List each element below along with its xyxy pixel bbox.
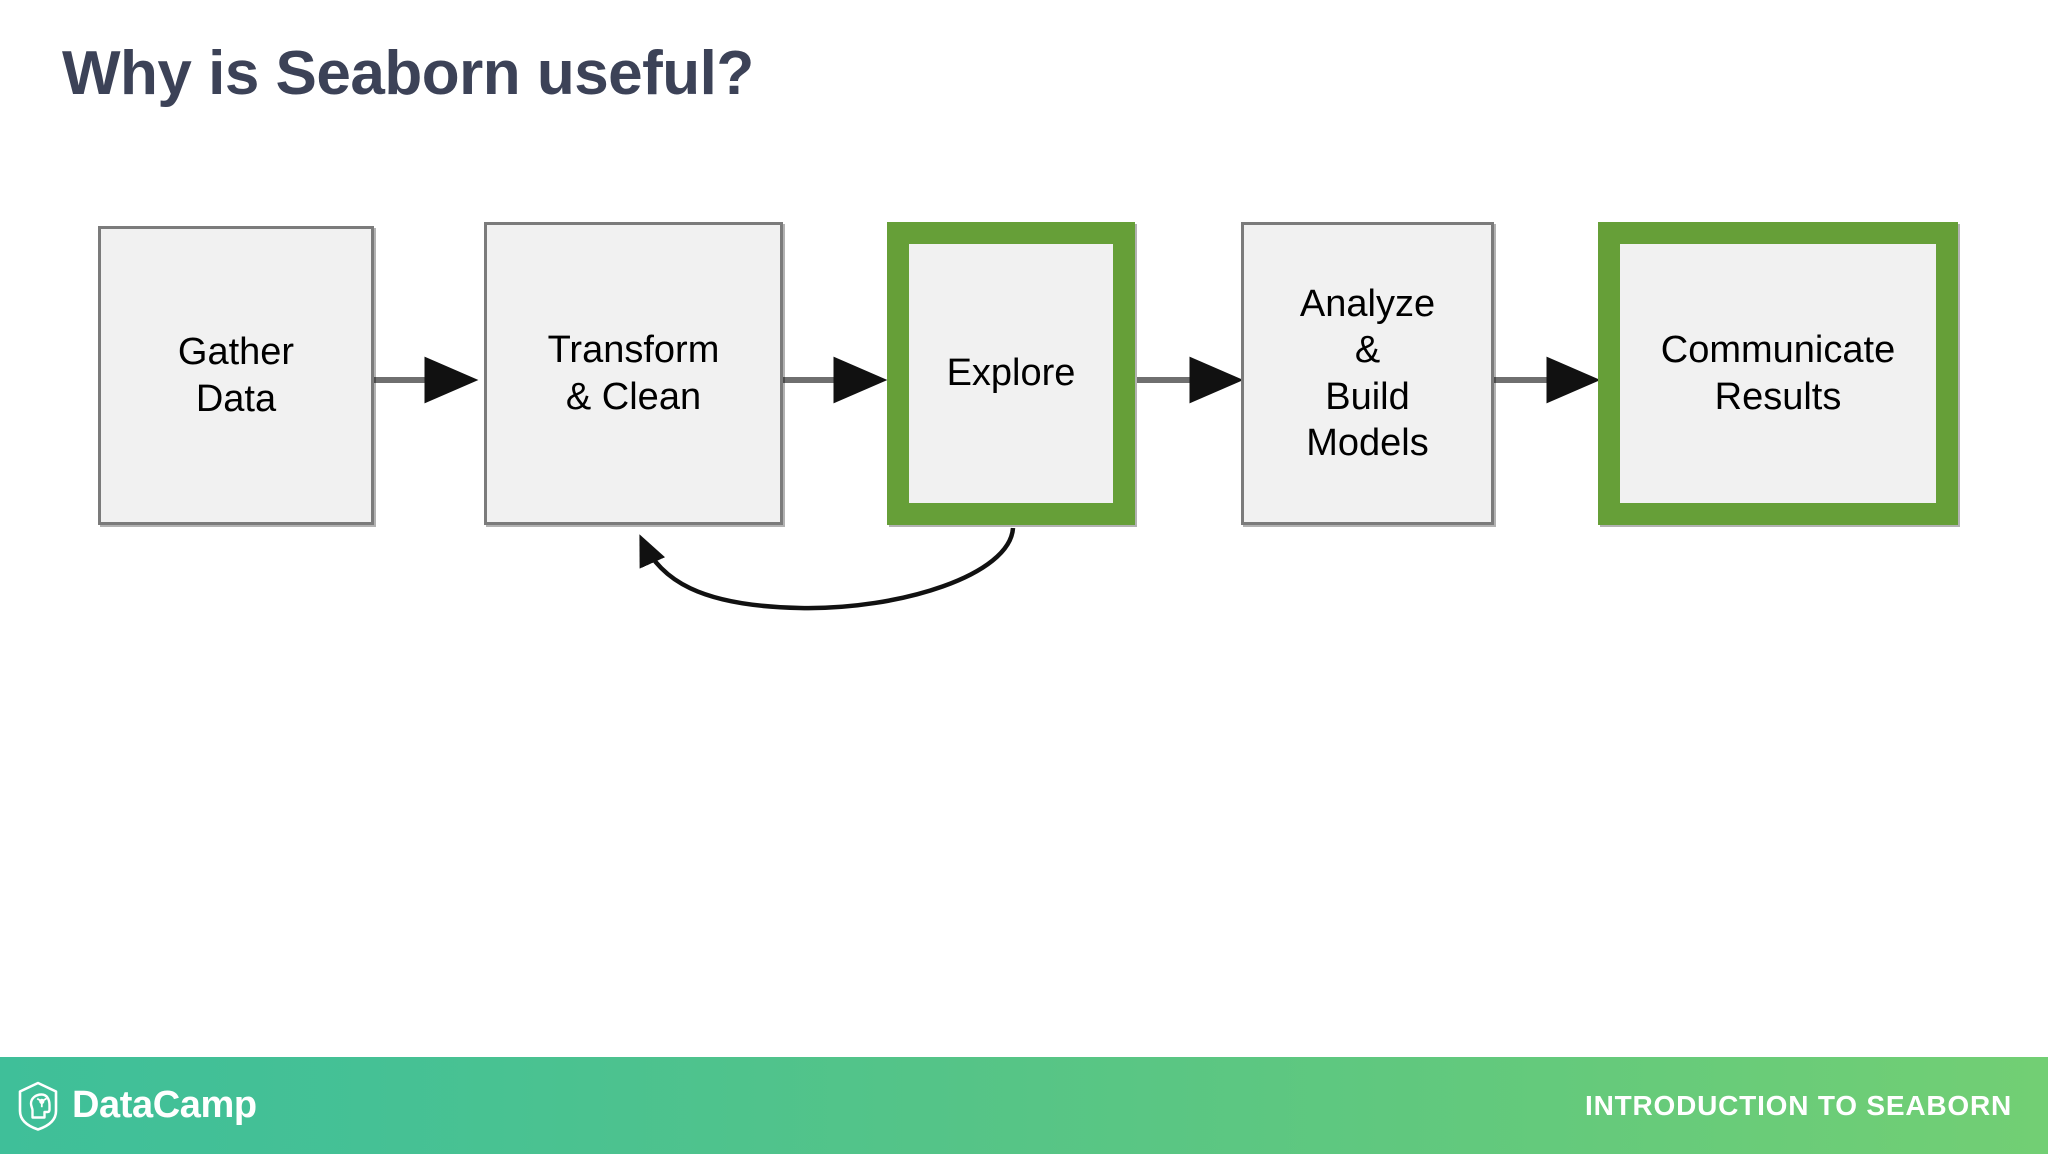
flow-node-label-line: Communicate — [1660, 329, 1896, 372]
flow-node-label-line: Build — [1325, 375, 1410, 418]
flow-node-label-line: Data — [195, 377, 277, 420]
flow-node-analyze-build-models[interactable]: Analyze & Build Models — [1241, 222, 1494, 525]
flow-node-explore[interactable]: Explore — [887, 222, 1135, 525]
flow-node-label: Communicate Results — [1620, 327, 1936, 420]
slide-footer: DataCamp INTRODUCTION TO SEABORN — [0, 1057, 2048, 1154]
course-title: INTRODUCTION TO SEABORN — [1585, 1089, 2012, 1121]
datacamp-wordmark: DataCamp — [72, 1084, 257, 1126]
flow-node-gather-data[interactable]: Gather Data — [98, 226, 374, 525]
flow-node-label: Analyze & Build Models — [1244, 281, 1491, 466]
flow-node-label-line: Gather — [177, 331, 295, 374]
flowchart-connectors — [374, 356, 1601, 611]
flow-node-label-line: Explore — [946, 352, 1076, 395]
flow-node-label-line: Analyze — [1299, 282, 1436, 325]
flow-node-label-line: Models — [1306, 421, 1429, 464]
flow-node-label: Gather Data — [101, 329, 371, 422]
page-title: Why is Seaborn useful? — [62, 39, 754, 108]
pipeline-flowchart: Gather Data Transform & Clean Explore An… — [98, 222, 1958, 611]
flow-node-label: Transform & Clean — [487, 327, 780, 420]
flow-node-label-line: & Clean — [565, 375, 702, 418]
flow-node-label-line: Transform — [547, 329, 720, 372]
flow-node-label-line: & — [1354, 329, 1381, 372]
edge-explore-feedback-to-transform — [639, 527, 1016, 611]
flow-node-communicate-results[interactable]: Communicate Results — [1598, 222, 1958, 525]
flow-node-transform-clean[interactable]: Transform & Clean — [484, 222, 783, 525]
datacamp-shield-icon — [16, 1081, 60, 1131]
flow-node-label: Explore — [909, 350, 1113, 396]
flow-node-label-line: Results — [1714, 375, 1842, 418]
datacamp-brand: DataCamp — [16, 1081, 257, 1131]
